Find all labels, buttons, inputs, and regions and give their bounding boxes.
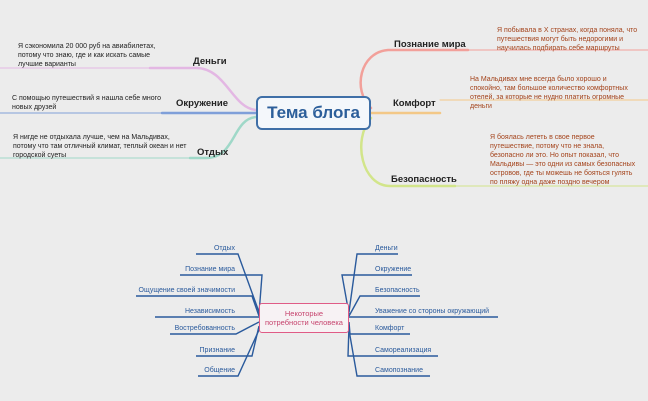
- branch-label-world: Познание мира: [394, 39, 466, 50]
- need-right-item: Безопасность: [375, 287, 420, 294]
- branch-note-world: Я побывала в Х странах, когда поняла, чт…: [497, 27, 638, 52]
- branch-line-money: [148, 66, 258, 112]
- blog-topic-center[interactable]: Тема блога: [256, 96, 371, 130]
- need-right-item: Уважение со стороны окружающий: [375, 308, 490, 315]
- branch-label-environment: Окружение: [176, 98, 228, 109]
- branch-note-safety: Я боялась лететь в свое первое путешеств…: [490, 134, 636, 186]
- need-right-item: Самопознание: [375, 367, 423, 374]
- branch-note-rest: Я нигде не отдыхала лучше, чем на Мальди…: [13, 134, 187, 159]
- need-left-item: Отдых: [213, 245, 235, 252]
- branch-line-rest: [188, 115, 258, 160]
- branch-label-money: Деньги: [193, 56, 227, 67]
- need-left-item: Независимость: [185, 308, 235, 315]
- branch-label-rest: Отдых: [197, 147, 229, 158]
- need-left-item: Познание мира: [185, 266, 235, 273]
- needs-center[interactable]: Некоторые потребности человека: [259, 303, 349, 333]
- need-right-item: Самореализация: [375, 347, 432, 354]
- need-right-item: Комфорт: [375, 325, 405, 332]
- branch-label-safety: Безопасность: [391, 174, 457, 185]
- branch-note-environment: С помощью путешествий я нашла себе много…: [12, 95, 161, 111]
- need-left-item: Востребованность: [174, 325, 235, 332]
- need-right-item: Деньги: [375, 245, 398, 252]
- need-left-item: Общение: [204, 367, 235, 374]
- branch-note-comfort: На Мальдивах мне всегда было хорошо и сп…: [470, 76, 628, 110]
- branch-note-money: Я сэкономила 20 000 руб на авиабилетах, …: [18, 43, 156, 68]
- branch-label-comfort: Комфорт: [393, 98, 436, 109]
- need-right-item: Окружение: [375, 266, 412, 273]
- need-left-item: Ощущение своей значимости: [138, 287, 235, 294]
- need-left-item: Признание: [199, 347, 235, 354]
